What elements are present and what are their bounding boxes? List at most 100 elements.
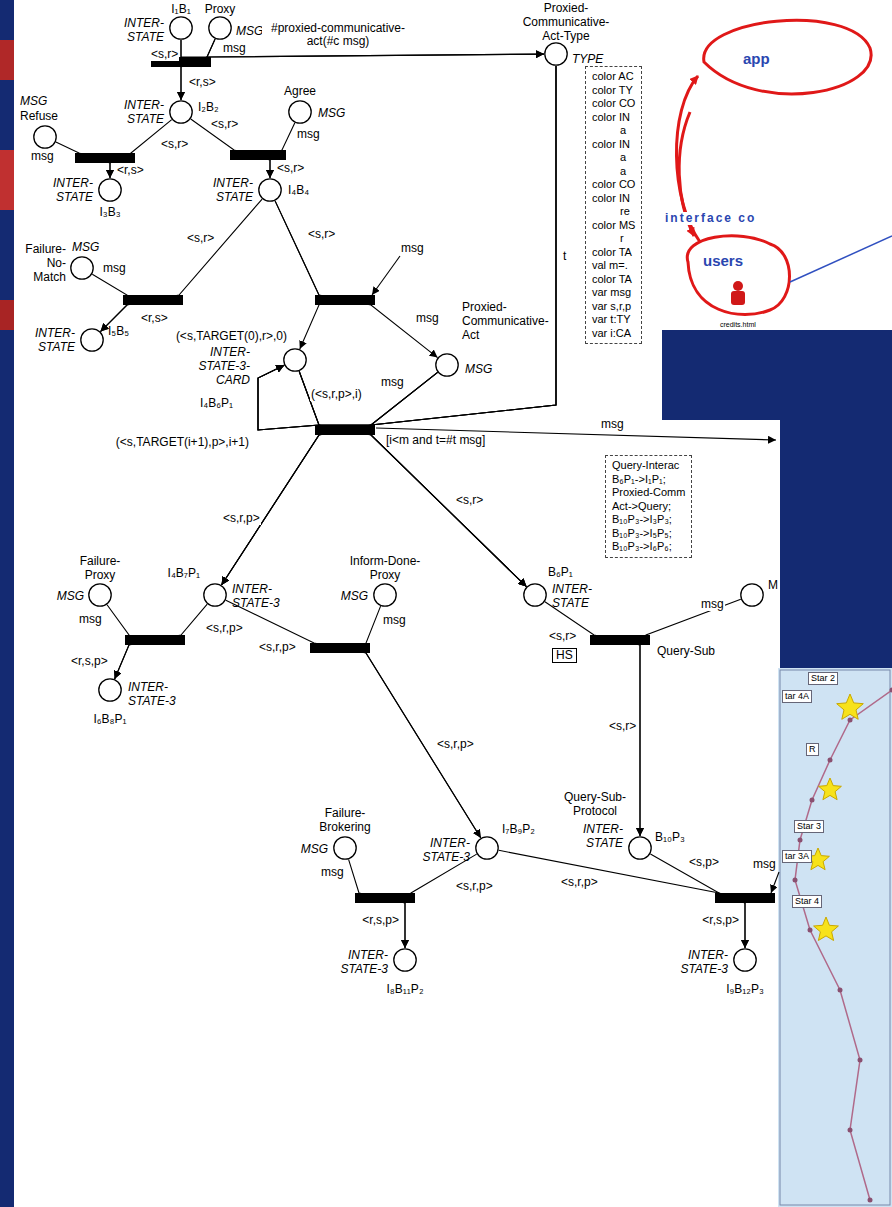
person-icon — [731, 291, 745, 305]
place-outline — [170, 101, 192, 123]
place-name: Failure- Proxy — [70, 554, 130, 582]
transition-bar — [75, 153, 135, 163]
place-name: I₆B₈P₁ — [93, 712, 126, 726]
place-outline — [170, 17, 192, 39]
picture-caption: users — [702, 254, 744, 267]
map-label: Star 4 — [792, 895, 822, 908]
petri-arc — [405, 854, 477, 948]
place-outline — [89, 584, 111, 606]
declaration-line: var i:CA — [592, 327, 635, 341]
map-point — [808, 928, 813, 933]
transition-bar — [355, 893, 415, 903]
arc-inscription: <r,s,p> — [70, 655, 109, 668]
map-label: tar 3A — [782, 850, 812, 863]
transition-bar — [715, 893, 775, 903]
picture-panel — [662, 0, 892, 330]
arc-inscription: <s,p> — [688, 856, 720, 869]
map-point — [890, 688, 892, 693]
place-circle: INTER- STATE-3I₉B₁₂P₃ — [733, 948, 757, 972]
map-point — [798, 838, 803, 843]
place-outline — [34, 126, 56, 148]
arc-inscription: t — [562, 250, 567, 263]
declaration-line: Act->Query; — [612, 500, 685, 514]
declaration-line: color CO — [592, 97, 635, 111]
side-ornament — [0, 300, 14, 330]
place-outline — [258, 178, 282, 202]
arc-inscription: <r,s> — [140, 312, 169, 325]
declaration-line: color IN — [592, 138, 635, 152]
declaration-line: var s,r,p — [592, 300, 635, 314]
place-type: INTER- STATE — [552, 582, 602, 610]
petri-arc — [258, 66, 556, 430]
map-point — [848, 718, 853, 723]
arc-inscription: msg — [296, 128, 321, 141]
petri-arc — [299, 371, 526, 586]
place-outline — [204, 584, 226, 606]
place-outline — [81, 329, 103, 351]
place-circle: ProxyMSG — [208, 16, 232, 40]
declaration-line: a — [592, 151, 635, 165]
place-circle: Failure- BrokeringMSG — [333, 836, 357, 860]
transitions — [75, 57, 775, 903]
cloud-picture — [676, 20, 892, 314]
arc-inscription: <s,r,p> — [560, 876, 599, 889]
place-outline — [524, 584, 546, 606]
place-type: MSG — [341, 589, 368, 603]
place-type: MSG — [465, 362, 492, 376]
petri-arc — [222, 372, 438, 585]
place-outline — [99, 679, 121, 701]
place-outline — [289, 101, 311, 123]
transition-bar — [315, 295, 375, 305]
picture-caption: credits.html — [719, 318, 757, 331]
map-point — [828, 758, 833, 763]
map-point — [810, 798, 815, 803]
place-outline — [169, 100, 193, 124]
arc-inscription: msg — [78, 613, 103, 626]
petri-arc — [181, 39, 215, 100]
declaration-line: color MS — [592, 219, 635, 233]
arc-lines — [372, 256, 779, 893]
place-name: M — [768, 578, 778, 592]
map-point — [858, 1058, 863, 1063]
declaration-line: Proxied-Comm — [612, 486, 685, 500]
place-outline — [544, 42, 568, 66]
arc-inscription: msg — [700, 598, 725, 611]
place-name: Inform-Done- Proxy — [345, 554, 425, 582]
arc-inscription: #proxied-communicative- act(#c msg) — [262, 22, 414, 48]
place-outline — [475, 836, 499, 860]
arc-inscription: <r,s> — [116, 164, 145, 177]
declaration-line: a — [592, 165, 635, 179]
petri-arc — [275, 201, 319, 349]
place-name: I₃B₃ — [99, 205, 120, 219]
place-name: I₄B₇P₁ — [168, 566, 200, 580]
app-cloud — [704, 20, 871, 94]
declaration-line: color IN — [592, 192, 635, 206]
place-outline — [394, 949, 416, 971]
users-cloud — [687, 236, 789, 315]
place-outline — [98, 678, 122, 702]
place-type: INTER- STATE — [573, 822, 623, 850]
arc-inscription: msg — [222, 42, 247, 55]
arc-inscription: <s,r,p> — [222, 512, 261, 525]
place-outline — [476, 837, 498, 859]
place-outline — [208, 16, 232, 40]
place-type: INTER- STATE — [205, 176, 253, 204]
arc-inscription: msg — [382, 614, 407, 627]
arc-inscription: <s,r,p> — [455, 880, 494, 893]
place-outline — [333, 836, 357, 860]
place-outline — [209, 17, 231, 39]
arc-inscription: (<s,TARGET(0),r>,0) — [175, 330, 288, 343]
place-name: I₂B₂ — [198, 100, 219, 114]
place-outline — [435, 353, 459, 377]
petri-arc — [499, 850, 745, 948]
place-circle: Inform-Done- ProxyMSG — [373, 583, 397, 607]
place-circle: Failure- No- MatchMSG — [70, 256, 94, 280]
declaration-line: B₁₀P₃->I₃P₃; — [612, 513, 685, 527]
arc-inscription: <s,r,p> — [436, 738, 475, 751]
arc-inscription: <s,r> — [307, 228, 336, 241]
transition-bar — [315, 425, 375, 435]
place-outline — [288, 100, 312, 124]
map-star — [814, 917, 839, 941]
arc-inscription: msg — [102, 262, 127, 275]
transition-bar — [125, 635, 185, 645]
